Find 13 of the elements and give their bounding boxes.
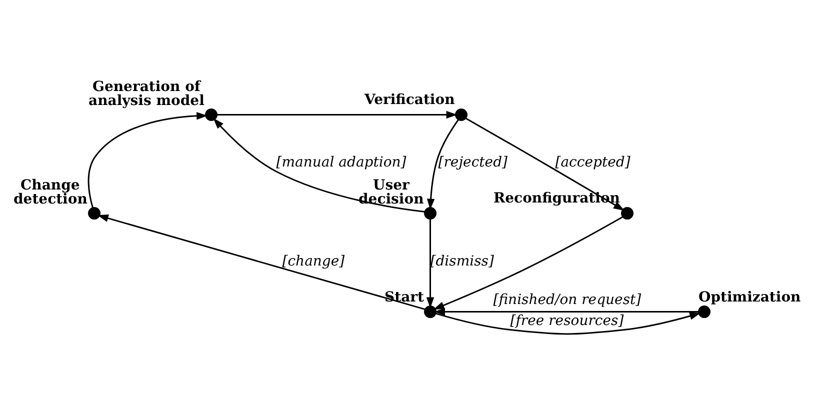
node-label: Generation of analysis model — [88, 78, 204, 109]
edge-label: [change] — [282, 252, 345, 269]
edge-label: [rejected] — [438, 154, 508, 170]
node-label: Optimization — [698, 288, 801, 305]
edge-label: [free resources] — [510, 312, 624, 328]
edge-label: [accepted] — [555, 154, 630, 170]
edge-label: [finished/on request] — [493, 292, 642, 308]
node-label: Change detection — [14, 177, 88, 208]
node-label: Start — [384, 288, 424, 305]
edge-label: [manual adaption] — [276, 154, 406, 170]
edge-label: [dismiss] — [430, 252, 494, 269]
node-label: Verification — [364, 92, 455, 108]
node-label: User decision — [358, 177, 424, 208]
